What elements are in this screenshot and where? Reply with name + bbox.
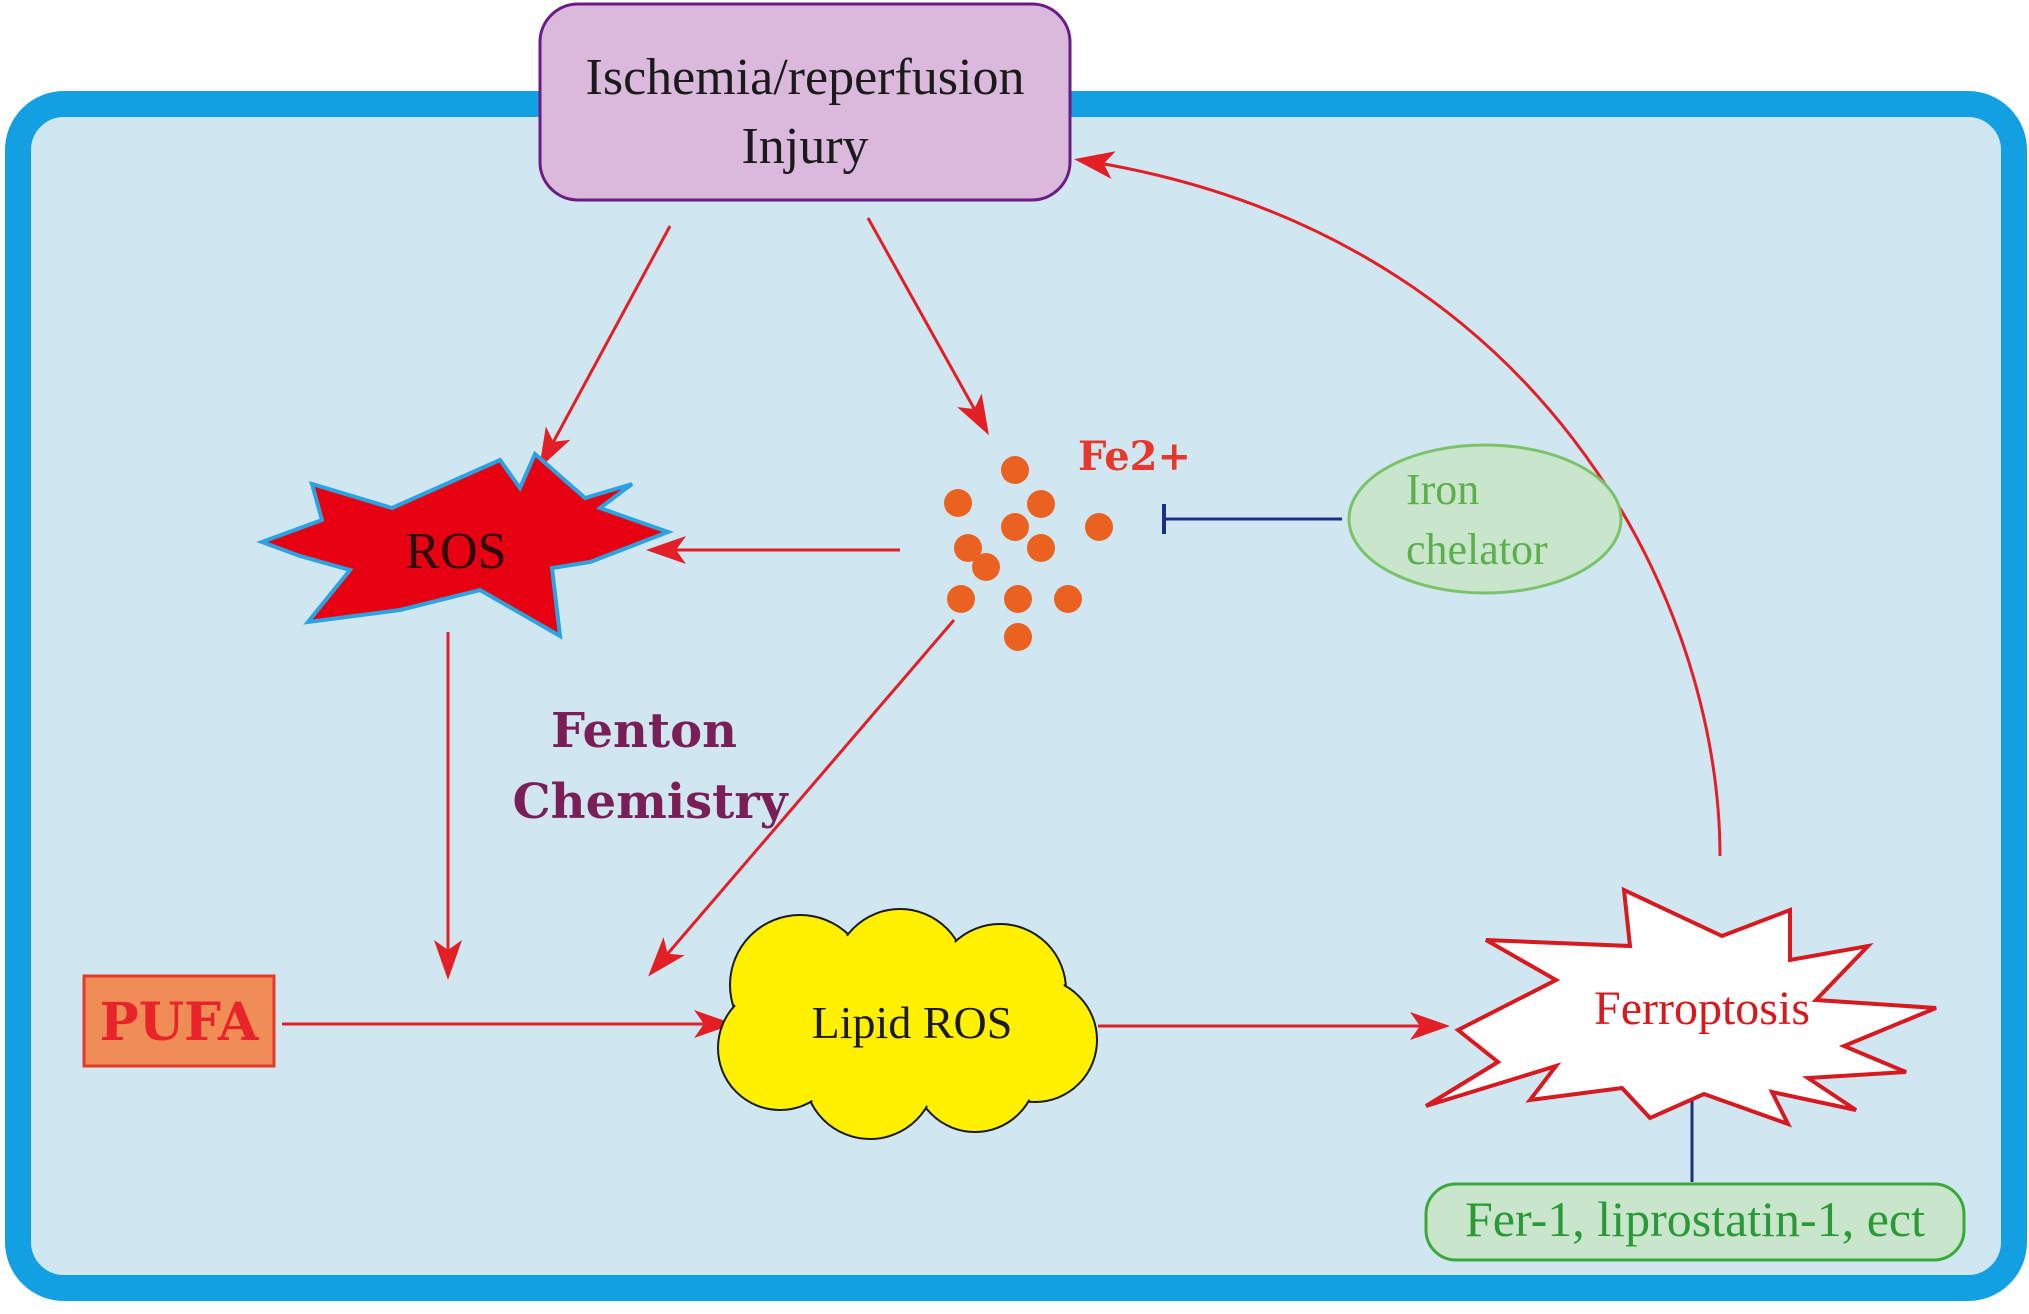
pufa-node: PUFA [82,974,276,1068]
arrow-ferroptosis-to-injury [1074,151,1722,857]
ros-starburst [256,450,674,640]
lipid-ros-node: Lipid ROS [717,908,1098,1140]
chelator-node: Iron chelator [1347,443,1623,595]
chelator-label-line1: Iron [1406,465,1479,514]
inhibitors-node: Fer-1, liprostatin-1, ect [1424,1182,1966,1262]
iron-dot [1004,623,1032,651]
inhibitors-label: Fer-1, liprostatin-1, ect [1465,1191,1925,1247]
injury-label-line1: Ischemia/reperfusion [586,49,1025,106]
chelator-label-line2: chelator [1406,525,1548,574]
injury-node: Ischemia/reperfusion Injury [538,2,1072,202]
iron-dot [1027,490,1055,518]
iron-dot [1001,513,1029,541]
fenton-line2: Chemistry [512,774,789,830]
arrow-iron-to-lipid [648,619,956,977]
iron-dot [947,585,975,613]
lipid-ros-label: Lipid ROS [812,997,1013,1048]
arrow-injury-to-ros [539,225,672,469]
arrow-injury-to-iron [866,217,989,436]
iron-dot [1027,534,1055,562]
iron-dot [1085,513,1113,541]
iron-dot [972,553,1000,581]
ferroptosis-starburst [1424,886,1937,1128]
injury-label-line2: Injury [741,118,868,175]
fe-label: Fe2+ [1078,433,1191,480]
edges [282,151,1722,1040]
iron-cluster: Fe2+ [944,433,1191,651]
iron-dot [1054,585,1082,613]
pufa-label: PUFA [100,992,259,1053]
ferroptosis-label: Ferroptosis [1594,982,1810,1035]
iron-dot [944,489,972,517]
fenton-label: Fenton Chemistry [512,703,789,830]
iron-dot [1001,456,1029,484]
injury-box [538,2,1072,202]
chelator-ellipse [1347,443,1623,595]
pufa-box [82,974,276,1068]
ros-label: ROS [405,523,506,580]
iron-dot [1004,585,1032,613]
iron-dot [954,534,982,562]
inhibitors-box [1424,1182,1966,1262]
fenton-line1: Fenton [551,703,737,759]
ros-node: ROS [256,450,674,640]
ferroptosis-node: Ferroptosis [1424,886,1937,1128]
